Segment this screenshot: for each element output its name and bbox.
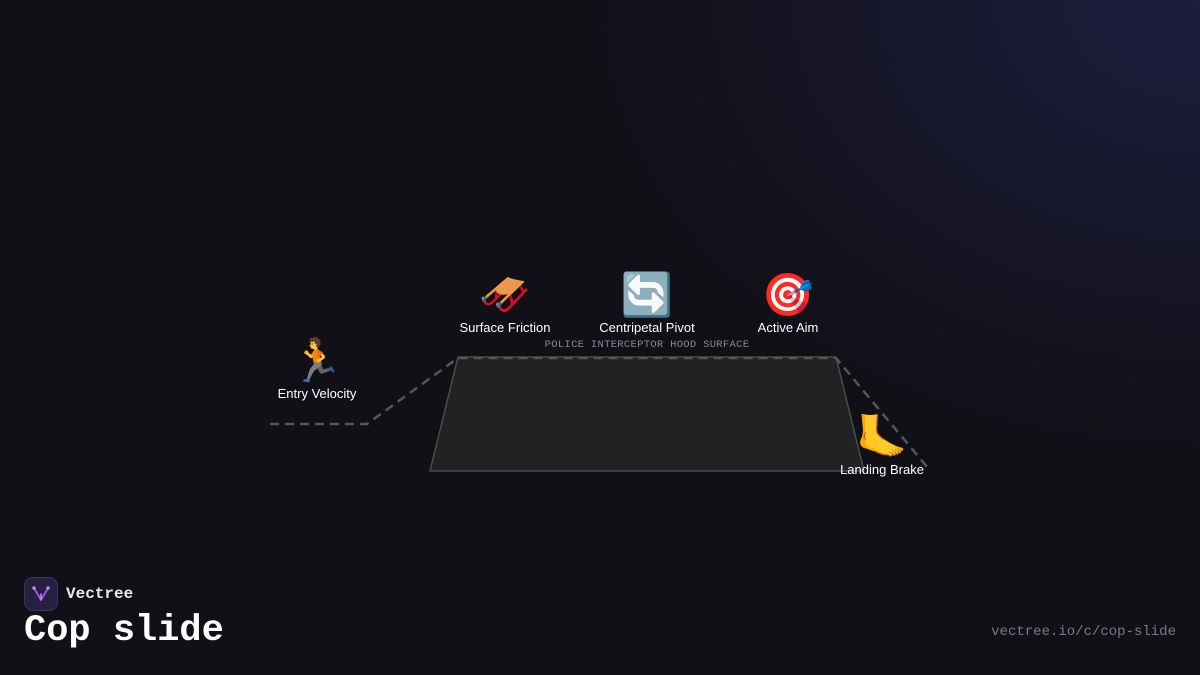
page-title: Cop slide: [24, 610, 224, 652]
node-active-aim: 🎯 Active Aim: [708, 270, 868, 336]
node-landing-brake: 🦶 Landing Brake: [802, 412, 962, 478]
brand-name: Vectree: [66, 585, 134, 603]
node-centripetal-pivot: 🔄 Centripetal Pivot: [567, 270, 727, 336]
node-label: Centripetal Pivot: [599, 320, 695, 335]
sled-icon: 🛷: [478, 270, 532, 319]
node-label: Entry Velocity: [277, 386, 357, 401]
foot-icon: 🦶: [855, 412, 909, 461]
hood-surface: [429, 356, 865, 472]
vectree-logo-icon: [24, 577, 58, 611]
brand: Vectree: [24, 577, 133, 611]
surface-label: POLICE INTERCEPTOR HOOD SURFACE: [544, 339, 750, 351]
running-person-icon: 🏃: [290, 336, 344, 385]
node-label: Active Aim: [757, 320, 819, 335]
node-surface-friction: 🛷 Surface Friction: [425, 270, 585, 336]
node-label: Landing Brake: [840, 462, 924, 477]
rotate-arrows-icon: 🔄: [620, 270, 674, 319]
page-url[interactable]: vectree.io/c/cop-slide: [991, 624, 1176, 640]
node-entry-velocity: 🏃 Entry Velocity: [237, 336, 397, 402]
target-icon: 🎯: [761, 270, 815, 319]
node-label: Surface Friction: [459, 320, 551, 335]
motion-path: [270, 356, 929, 469]
